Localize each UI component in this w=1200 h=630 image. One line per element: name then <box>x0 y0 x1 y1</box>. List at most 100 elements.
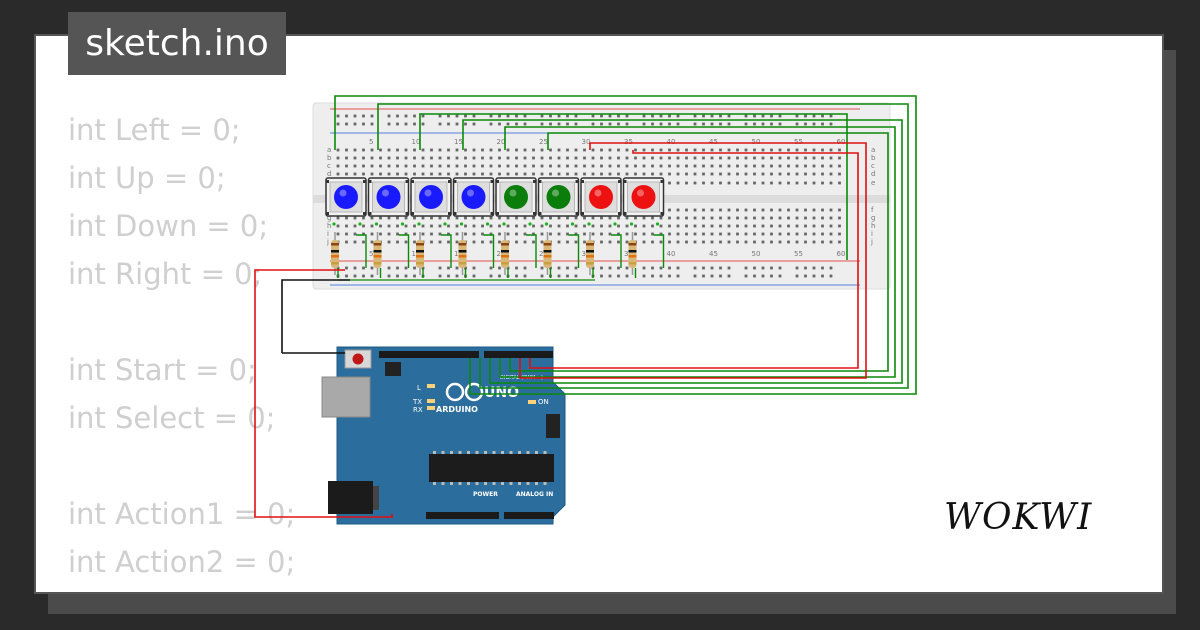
button-right[interactable] <box>452 177 495 217</box>
column-number: 15 <box>454 138 463 146</box>
column-number: 30 <box>582 250 591 258</box>
resistor <box>501 232 509 275</box>
column-number: 10 <box>412 250 421 258</box>
power-header <box>426 512 499 519</box>
button-action2[interactable] <box>622 177 665 217</box>
wire <box>462 119 903 384</box>
button-down-cap[interactable] <box>419 185 443 209</box>
wire <box>419 113 848 260</box>
row-letter: f <box>871 206 874 214</box>
wire <box>499 126 896 378</box>
resistor <box>628 232 637 275</box>
column-number: 10 <box>412 138 421 146</box>
row-letter: c <box>327 162 331 170</box>
pushbutton-row <box>325 177 665 217</box>
column-number: 35 <box>624 138 633 146</box>
column-number: 60 <box>837 250 846 258</box>
row-letter: j <box>326 238 329 246</box>
code-line: int Action1 = 0; <box>68 497 296 531</box>
row-letter: b <box>327 154 332 162</box>
button-action1[interactable] <box>580 177 622 217</box>
arduino-uno: L TX RX UNO ARDUINO DIGITAL (PWM ~) ON P… <box>321 346 566 525</box>
usb-connector <box>321 376 371 418</box>
column-number: 60 <box>837 138 846 146</box>
column-number: 45 <box>709 250 718 258</box>
row-letter: a <box>871 146 875 154</box>
button-start[interactable] <box>495 177 537 217</box>
button-right-cap[interactable] <box>461 185 486 209</box>
wire <box>519 142 867 379</box>
breadboard-row-letters: aabbccddeeffgghhiijj <box>326 146 876 246</box>
row-letter: d <box>327 170 331 178</box>
code-line: int Action2 = 0; <box>68 545 296 579</box>
arduino-logo-right <box>464 382 484 402</box>
column-number: 40 <box>667 138 676 146</box>
analog-label: ANALOG IN <box>516 491 553 498</box>
code-line: int Down = 0; <box>68 209 269 243</box>
row-letter: c <box>871 162 875 170</box>
button-up[interactable] <box>367 177 410 217</box>
column-number: 50 <box>752 138 761 146</box>
wiring <box>254 95 917 518</box>
column-number: 55 <box>794 138 803 146</box>
column-number: 20 <box>497 250 506 258</box>
power-label: POWER <box>473 491 498 498</box>
button-left[interactable] <box>325 177 367 217</box>
row-letter: j <box>870 238 873 246</box>
code-line: int Left = 0; <box>68 113 241 147</box>
digital-header-left <box>379 351 479 358</box>
button-down[interactable] <box>410 177 452 217</box>
row-letter: g <box>327 214 331 222</box>
code-preview: int Left = 0;int Up = 0;int Down = 0;int… <box>68 106 295 586</box>
atmega-chip <box>429 454 554 482</box>
column-number: 40 <box>667 250 676 258</box>
arduino-brand-label: ARDUINO <box>436 405 478 414</box>
button-action2-cap[interactable] <box>631 185 656 209</box>
code-line: int Right = 0; <box>68 257 263 291</box>
row-letter: e <box>871 179 875 187</box>
analog-header <box>504 512 554 519</box>
wire <box>509 132 889 372</box>
column-number: 25 <box>539 250 548 258</box>
wire <box>281 279 350 353</box>
button-select-cap[interactable] <box>546 185 571 209</box>
power-jack <box>328 481 373 514</box>
column-number: 55 <box>794 250 803 258</box>
wokwi-logo-text: WOKWI <box>944 497 1092 538</box>
row-letter: h <box>327 222 331 230</box>
column-number: 15 <box>454 250 463 258</box>
button-left-cap[interactable] <box>334 185 358 209</box>
button-up-cap[interactable] <box>376 185 401 209</box>
resistor <box>586 232 594 275</box>
arduino-logo-left <box>445 382 465 402</box>
column-number: 20 <box>497 138 506 146</box>
column-number: 5 <box>369 250 373 258</box>
resistor-array <box>331 232 637 275</box>
button-select[interactable] <box>537 177 580 217</box>
button-start-cap[interactable] <box>504 185 528 209</box>
file-tab[interactable]: sketch.ino <box>68 12 286 75</box>
wire <box>377 103 909 389</box>
column-number: 30 <box>582 138 591 146</box>
resistor <box>543 232 552 275</box>
row-letter: i <box>327 230 329 238</box>
row-letter: b <box>871 154 876 162</box>
icsp-header <box>546 414 560 438</box>
uno-label: UNO <box>484 385 519 401</box>
column-number: 5 <box>369 138 373 146</box>
button-action1-cap[interactable] <box>589 185 613 209</box>
tx-led-label: TX <box>412 398 422 406</box>
resistor <box>331 232 339 275</box>
code-line: int Select = 0; <box>68 401 276 435</box>
breadboard-column-numbers: 5510101515202025253030353540404545505055… <box>369 138 845 258</box>
column-number: 50 <box>752 250 761 258</box>
resistor <box>416 232 424 275</box>
column-number: 25 <box>539 138 548 146</box>
reset-button[interactable] <box>352 353 364 365</box>
wire <box>334 95 917 395</box>
wire <box>529 150 859 369</box>
column-number: 35 <box>624 250 633 258</box>
icsp-usb-header <box>385 362 401 376</box>
code-line: int Start = 0; <box>68 353 257 387</box>
